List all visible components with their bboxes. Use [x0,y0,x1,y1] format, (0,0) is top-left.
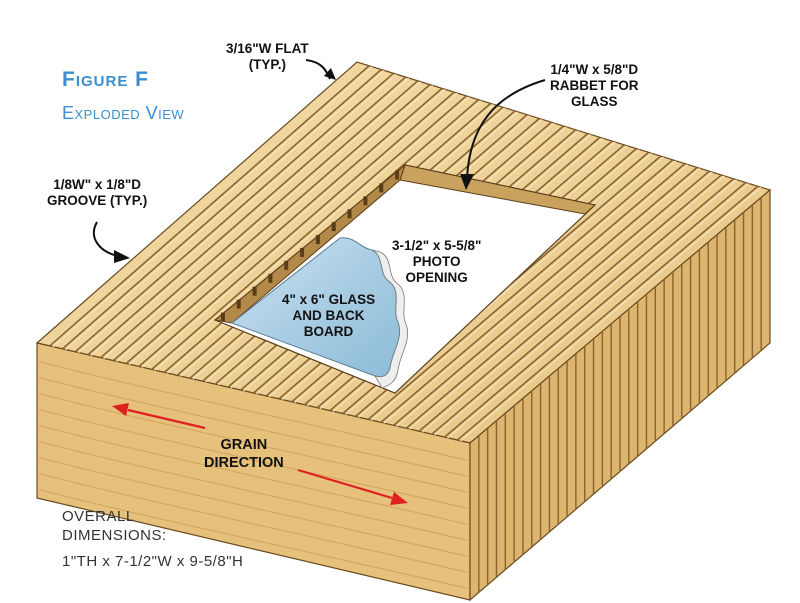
wood-grain-line [37,392,470,494]
glass-label: 4" x 6" GLASS AND BACK BOARD [282,292,376,339]
photo-opening-label: 3-1/2" x 5-5/8" PHOTO OPENING [392,238,482,285]
flat-arrowhead [324,68,336,80]
groove-notch [236,299,241,309]
groove-line [100,80,419,359]
slat-highlight [65,70,385,351]
groove-notch [252,286,257,296]
slat-highlight [396,168,701,427]
slat-highlight [408,171,713,430]
wood-grain-line [37,376,470,478]
groove-line [393,166,698,426]
wood-grain-line [37,440,470,542]
groove-notch [220,312,225,322]
figure-subtitle: Exploded View [62,103,185,123]
groove-arrowhead [114,250,130,263]
groove-notch [363,196,368,206]
groove-line [49,65,370,347]
groove-line [151,95,467,371]
flat-width-callout: 3/16"W FLAT (TYP.) [226,41,309,72]
groove-line [418,174,722,432]
wood-grain-line [37,408,470,510]
groove-line [125,87,443,365]
groove-line [380,163,686,424]
groove-notch [331,222,336,232]
groove-line [367,159,674,421]
slat-highlight [128,88,446,365]
wood-grain-line [37,360,470,462]
groove-notch [347,209,352,219]
slat-highlight [52,66,373,348]
overall-dimensions-line3: 1"TH x 7-1/2"W x 9-5/8"H [62,553,244,570]
slat-highlight [370,160,677,421]
grain-arrow-line-right [297,468,393,500]
groove-line [456,185,759,441]
slat-highlight [116,85,434,363]
slat-highlight [383,164,689,424]
slat-highlight [77,73,397,354]
grain-direction-label: GRAIN DIRECTION [204,437,284,471]
back-board-edge [371,249,408,389]
grain-arrowhead-left [112,403,129,416]
slat-highlight [90,77,409,357]
slat-highlight [459,186,762,442]
grain-arrowhead-right [390,492,408,505]
groove-notch [284,260,289,270]
rabbet-callout: 1/4"W x 5/8"D RABBET FOR GLASS [550,62,639,109]
slat-highlight [154,96,470,371]
rabbet-arrowhead [460,174,474,190]
groove-callout-arrow [92,221,119,257]
groove-line [61,68,382,350]
wood-grain-line [37,424,470,526]
groove-line [405,170,710,429]
groove-line [444,181,747,438]
slat-highlight [421,175,725,433]
groove-notch [300,247,305,257]
groove-notch [379,183,384,193]
groove-line [87,76,407,356]
groove-line [112,83,431,362]
slat-highlight [434,179,737,436]
wood-grain-line [37,456,470,558]
slat-highlight [141,92,458,368]
groove-line [74,72,394,353]
rabbet-wall-left [213,163,407,324]
groove-line [431,178,735,435]
groove-callout: 1/8W" x 1/8"D GROOVE (TYP.) [47,177,148,208]
wood-grain-line [37,472,470,574]
rabbet-callout-arrow [466,79,546,179]
groove-line [138,91,455,368]
groove-notch [268,273,273,283]
groove-notch [395,170,400,180]
overall-dimensions-line2: DIMENSIONS: [62,527,167,544]
overall-dimensions-line1: OVERALL [62,508,135,525]
wood-grain-line [37,488,470,590]
slat-highlight [103,81,422,360]
grain-arrow-line-left [127,408,206,430]
groove-notch [315,235,320,245]
figure-title: Figure F [62,68,149,91]
slat-highlight [447,183,750,439]
